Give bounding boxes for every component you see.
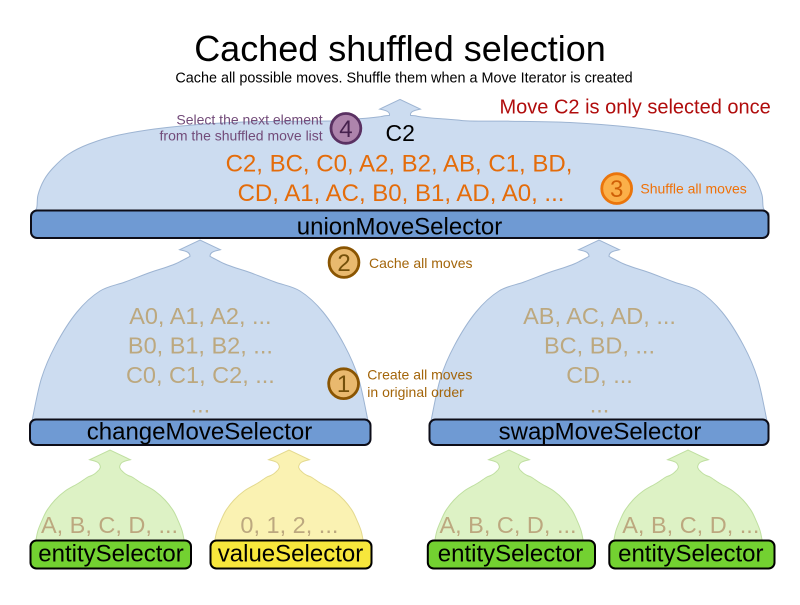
svg-text:BC, BD, ...: BC, BD, ... [544,333,655,359]
svg-text:A, B, C, D, ...: A, B, C, D, ... [439,512,576,538]
svg-text:A, B, C, D, ...: A, B, C, D, ... [41,512,178,538]
svg-text:C2, BC, C0, A2, B2, AB, C1, BD: C2, BC, C0, A2, B2, AB, C1, BD, [226,150,573,177]
svg-text:changeMoveSelector: changeMoveSelector [87,418,312,445]
svg-text:Move C2 is only selected once: Move C2 is only selected once [500,96,771,118]
svg-text:0, 1, 2, ...: 0, 1, 2, ... [240,512,338,538]
svg-text:C2: C2 [386,120,415,146]
svg-text:swapMoveSelector: swapMoveSelector [499,418,702,445]
svg-text:...: ... [191,392,211,418]
svg-text:AB, AC, AD, ...: AB, AC, AD, ... [523,303,676,329]
svg-text:C0, C1, C2, ...: C0, C1, C2, ... [126,362,275,388]
svg-text:A0, A1, A2, ...: A0, A1, A2, ... [129,303,271,329]
svg-text:Cached shuffled selection: Cached shuffled selection [194,28,606,69]
svg-text:CD, ...: CD, ... [566,362,633,388]
svg-text:valueSelector: valueSelector [218,541,363,568]
svg-text:Create all moves: Create all moves [367,366,472,382]
svg-text:entitySelector: entitySelector [38,541,183,568]
svg-text:in original order: in original order [367,384,464,400]
svg-text:Cache all possible moves. Shuf: Cache all possible moves. Shuffle them w… [175,70,632,86]
svg-text:4: 4 [339,116,352,143]
svg-text:B0, B1, B2, ...: B0, B1, B2, ... [128,333,273,359]
svg-text:Cache all moves: Cache all moves [369,255,473,271]
svg-text:entitySelector: entitySelector [618,541,763,568]
svg-text:1: 1 [337,371,350,398]
svg-text:from the shuffled move list: from the shuffled move list [160,128,323,144]
svg-text:CD, A1, AC, B0, B1, AD, A0, ..: CD, A1, AC, B0, B1, AD, A0, ... [238,180,565,207]
svg-text:Select the next element: Select the next element [176,111,322,127]
svg-text:2: 2 [337,250,350,277]
svg-text:entitySelector: entitySelector [438,541,583,568]
svg-text:...: ... [590,392,610,418]
svg-text:3: 3 [610,176,623,203]
svg-text:A, B, C, D, ...: A, B, C, D, ... [622,512,759,538]
svg-text:Shuffle all moves: Shuffle all moves [640,181,746,197]
svg-text:unionMoveSelector: unionMoveSelector [297,214,502,241]
